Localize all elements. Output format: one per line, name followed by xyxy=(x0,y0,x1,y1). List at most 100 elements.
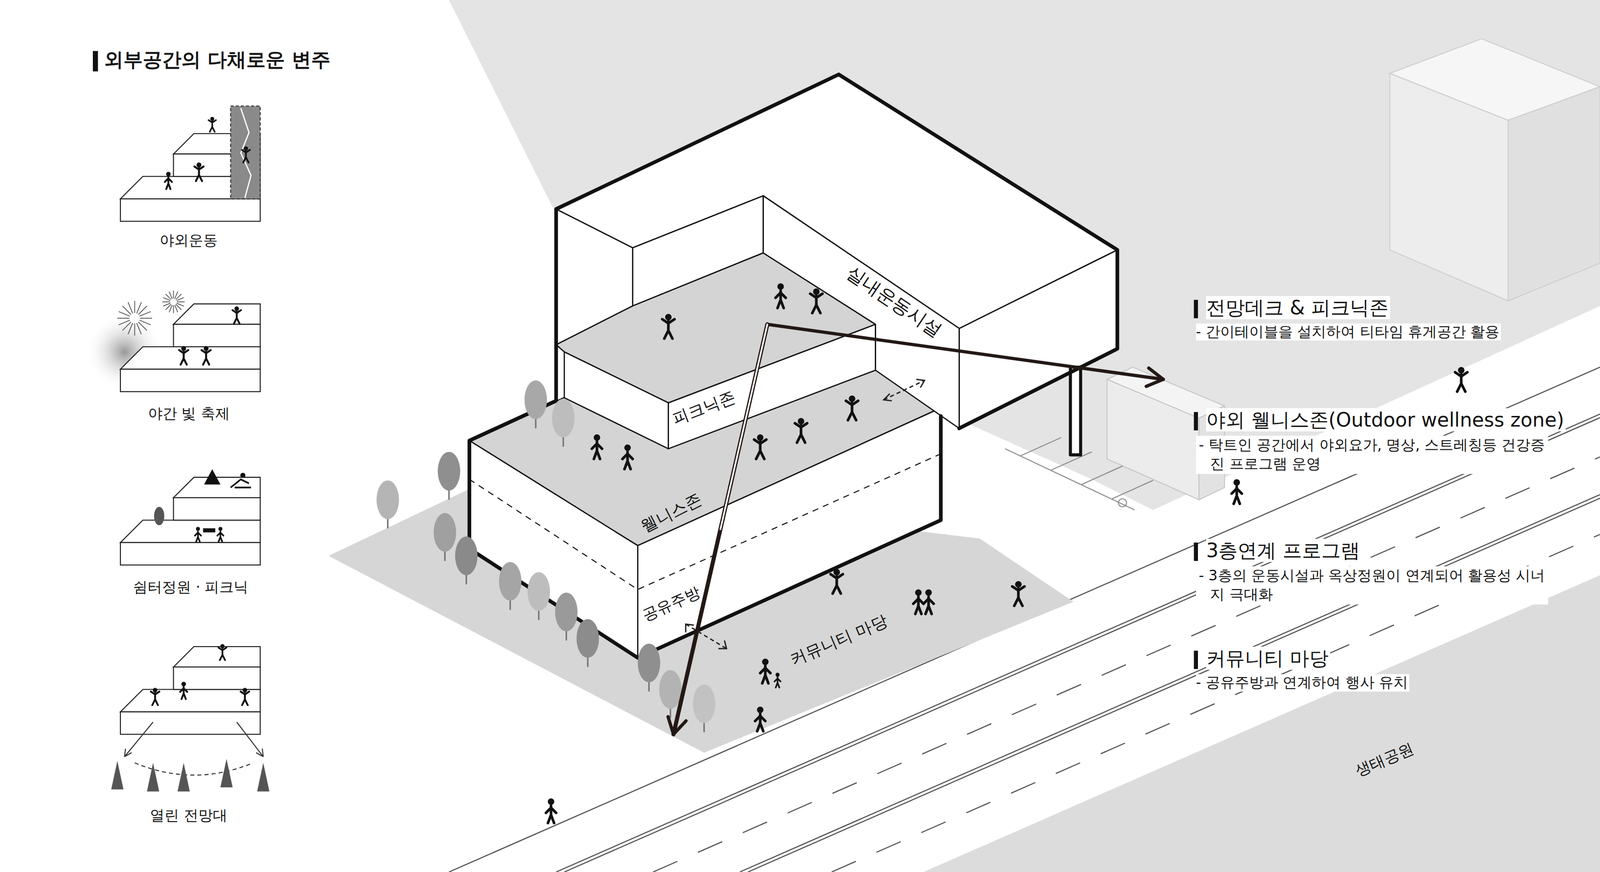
person-figure xyxy=(845,395,858,421)
person-figure xyxy=(756,434,763,441)
floor-dashed-line xyxy=(469,453,941,590)
link-arrow xyxy=(685,624,727,650)
person-figure xyxy=(848,395,855,403)
firework xyxy=(117,300,153,336)
person-figure xyxy=(217,531,224,543)
heading-bar xyxy=(1194,299,1198,319)
person-figure xyxy=(810,293,823,314)
tree xyxy=(552,399,575,438)
terrace-icon xyxy=(173,324,261,347)
callout-heading: 전망데크 & 피크닉존 xyxy=(1206,296,1391,320)
tree xyxy=(692,684,716,724)
tree xyxy=(576,619,599,668)
lounge-chair xyxy=(240,472,246,479)
tree xyxy=(692,684,716,733)
person-figure xyxy=(833,568,840,576)
person-figure xyxy=(845,401,858,421)
person-figure xyxy=(794,423,808,443)
person-figure xyxy=(830,574,843,594)
neighbor-block xyxy=(1106,379,1199,500)
heading-bars xyxy=(1194,299,1198,670)
person-figure xyxy=(1455,372,1468,392)
terrace-icon xyxy=(120,689,261,713)
trees xyxy=(376,380,716,733)
icon-caption: 쉼터정원 · 피크닉 xyxy=(133,579,249,597)
person-figure xyxy=(194,166,204,181)
firework xyxy=(162,290,185,314)
person-figure xyxy=(777,283,784,290)
tree xyxy=(437,451,461,500)
callout-heading: 야외 웰니스존(Outdoor wellness zone) xyxy=(1206,408,1566,432)
tent-icon xyxy=(204,469,221,485)
firework xyxy=(173,290,175,299)
picnic-box-face xyxy=(564,352,669,449)
link-arrow xyxy=(685,624,694,633)
firework xyxy=(134,323,136,336)
person-figure xyxy=(547,798,554,806)
podium-face xyxy=(469,440,638,658)
firework xyxy=(128,302,134,314)
tree xyxy=(658,670,682,709)
heading-bar xyxy=(1194,650,1198,670)
picnic-box-face xyxy=(668,324,876,449)
firework xyxy=(134,300,136,314)
callout-heading: 3층연계 프로그램 xyxy=(1206,538,1362,563)
firework xyxy=(176,297,184,301)
person-figure xyxy=(241,149,250,163)
building-outline xyxy=(469,74,1118,658)
person-figure xyxy=(194,531,202,543)
callout-body: - 탁트인 공간에서 야외요가, 명상, 스트레칭등 건강증진 프로그램 운영 xyxy=(1196,435,1549,475)
view-arrow xyxy=(124,722,264,758)
callout-body: - 간이테이블을 설치하여 티타임 휴게공간 활용 xyxy=(1196,323,1502,341)
tree xyxy=(554,592,578,632)
person-figure xyxy=(622,444,633,470)
icon-caption: 열린 전망대 xyxy=(149,807,227,825)
zone-label: 피크닉존 xyxy=(669,387,738,430)
person-figure xyxy=(181,682,186,687)
firework xyxy=(169,291,173,300)
person-figure xyxy=(218,647,227,661)
tree xyxy=(554,592,578,641)
firework xyxy=(118,320,130,326)
person-figure xyxy=(913,597,924,615)
zone-label: 실내운동시설 xyxy=(841,262,946,343)
terrace-icon xyxy=(173,497,261,521)
tree xyxy=(437,451,461,491)
terrace-icon xyxy=(120,646,261,735)
tree xyxy=(637,643,660,692)
icon-panel xyxy=(85,105,270,792)
person-figure xyxy=(913,589,924,614)
tree xyxy=(455,536,478,576)
climbing-wall xyxy=(230,105,261,199)
person-figure xyxy=(181,346,187,352)
person-figure xyxy=(1012,586,1025,607)
person-figure xyxy=(194,527,202,543)
view-arrow xyxy=(767,324,1164,380)
person-figure xyxy=(234,306,240,312)
link-arrow xyxy=(883,393,892,402)
terrace-icon xyxy=(173,303,261,325)
firework xyxy=(176,301,185,303)
callout-body: - 공유주방과 연계하여 행사 유치 xyxy=(1196,674,1410,692)
person-figure xyxy=(1233,479,1240,486)
person-figure xyxy=(218,527,223,532)
tree xyxy=(576,619,599,658)
person-figure xyxy=(755,706,766,732)
person-figure xyxy=(217,527,224,543)
terrace-icon xyxy=(120,303,261,392)
people xyxy=(545,283,1467,824)
link-arrow xyxy=(916,379,925,388)
person-figure xyxy=(210,117,215,121)
person-figure xyxy=(240,687,250,706)
person-figure xyxy=(591,434,602,460)
icon-caption: 야간 빛 축제 xyxy=(148,405,230,423)
person-figure xyxy=(232,310,241,324)
person-figure xyxy=(775,672,780,677)
person-figure xyxy=(662,314,675,339)
person-figure xyxy=(1015,581,1022,588)
terrace-icon xyxy=(120,477,261,566)
person-figure xyxy=(1457,367,1465,374)
person-figure xyxy=(152,687,158,693)
